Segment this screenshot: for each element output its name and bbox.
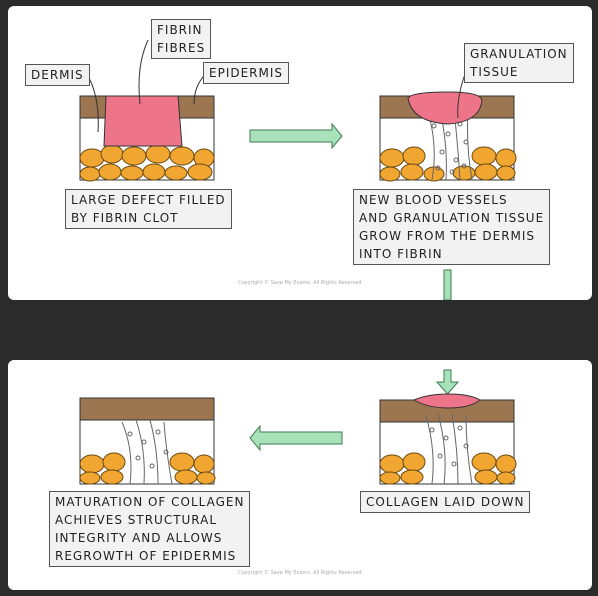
copyright-bottom: Copyright © Save My Exams. All Rights Re… xyxy=(238,570,362,576)
arrow-down xyxy=(435,369,460,395)
epidermis-regrown xyxy=(79,397,215,421)
fibrin-clot-shrinking xyxy=(407,91,483,125)
bottom-diagram xyxy=(79,369,517,485)
fibrin-clot-small xyxy=(412,393,481,409)
top-diagram xyxy=(79,39,517,300)
fibrin-clot xyxy=(103,95,183,147)
tissue-block-fibrin-clot xyxy=(79,39,215,182)
label-fibrin-fibres: FIBRIN FIBRES xyxy=(151,19,212,59)
caption-step-3: COLLAGEN LAID DOWN xyxy=(360,491,531,513)
label-granulation-tissue: GRANULATION TISSUE xyxy=(464,43,574,83)
label-epidermis: EPIDERMIS xyxy=(203,62,290,84)
tissue-block-granulation xyxy=(379,65,517,182)
arrow-down-connector xyxy=(443,269,452,300)
label-dermis: DERMIS xyxy=(25,64,90,86)
fat-layer xyxy=(79,144,215,182)
mature-collagen xyxy=(121,419,173,485)
tissue-block-collagen xyxy=(379,393,517,485)
caption-step-1: LARGE DEFECT FILLED BY FIBRIN CLOT xyxy=(65,189,232,229)
tissue-block-matured xyxy=(79,397,216,485)
copyright-top: Copyright © Save My Exams. All Rights Re… xyxy=(238,280,362,286)
top-panel: FIBRIN FIBRES DERMIS EPIDERMIS GRANULATI… xyxy=(8,6,592,300)
arrow-left xyxy=(249,424,343,452)
bottom-panel: COLLAGEN LAID DOWN MATURATION OF COLLAGE… xyxy=(8,360,592,590)
caption-step-4: MATURATION OF COLLAGEN ACHIEVES STRUCTUR… xyxy=(49,491,251,567)
collagen-fibres xyxy=(425,413,473,485)
arrow-right xyxy=(249,122,343,150)
caption-step-2: NEW BLOOD VESSELS AND GRANULATION TISSUE… xyxy=(353,189,551,265)
